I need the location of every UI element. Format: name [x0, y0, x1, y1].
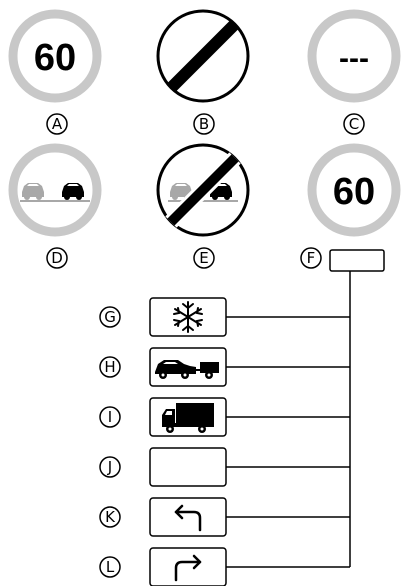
label-i: I [99, 406, 121, 428]
svg-text:G: G [104, 308, 116, 326]
plate-k-turn-left [149, 497, 227, 537]
label-k: K [99, 506, 121, 528]
label-b: B [193, 113, 215, 135]
plate-g-snow [149, 297, 227, 337]
sign-c-variable-blank: --- [307, 9, 401, 103]
sign-c-value: --- [339, 42, 369, 75]
connector-lines [226, 271, 351, 568]
svg-text:B: B [199, 115, 209, 133]
turn-left-arrow-icon [174, 504, 202, 532]
car-with-trailer-icon [155, 360, 219, 379]
svg-text:H: H [104, 358, 115, 376]
snowflake-icon [173, 301, 203, 333]
sign-e-end-no-overtaking [156, 143, 250, 237]
label-j: J [99, 456, 121, 478]
label-d: D [46, 247, 68, 269]
svg-text:K: K [105, 508, 116, 526]
sign-f-speed-limit: 60 [307, 143, 401, 237]
plate-i-truck [149, 397, 227, 437]
sign-b-end-of-restrictions [156, 9, 250, 103]
svg-text:L: L [106, 558, 115, 576]
turn-right-arrow-icon [174, 554, 202, 582]
plate-j-blank [149, 447, 227, 487]
truck-icon [162, 403, 214, 433]
label-g: G [99, 306, 121, 328]
svg-text:A: A [52, 115, 63, 133]
label-l: L [99, 556, 121, 578]
svg-text:C: C [349, 115, 359, 133]
sign-f-plate [329, 249, 385, 272]
svg-text:D: D [51, 249, 63, 267]
label-a: A [46, 113, 68, 135]
label-c: C [343, 113, 365, 135]
label-h: H [99, 356, 121, 378]
svg-text:F: F [307, 249, 316, 267]
sign-a-value: 60 [34, 37, 76, 79]
sign-a-speed-limit: 60 [8, 9, 102, 103]
sign-d-no-overtaking [8, 143, 102, 237]
plate-l-turn-right [149, 547, 227, 586]
plate-h-car-trailer [149, 347, 227, 387]
svg-text:J: J [107, 458, 112, 476]
label-f: F [300, 247, 322, 269]
svg-text:I: I [108, 408, 112, 426]
sign-f-value: 60 [333, 171, 375, 213]
svg-text:E: E [199, 249, 208, 267]
label-e: E [193, 247, 215, 269]
